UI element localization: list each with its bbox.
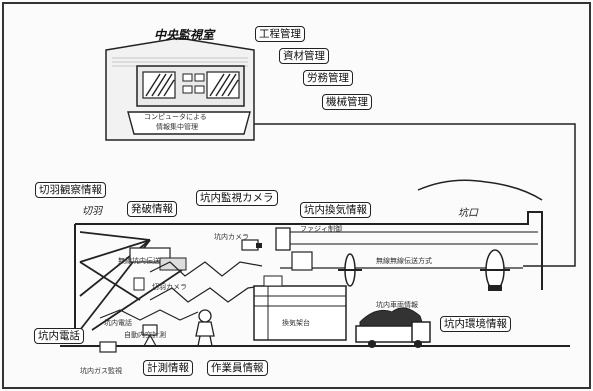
tunnel-outline	[60, 211, 570, 347]
wireless-signals	[99, 261, 263, 321]
gas-monitor-label: 坑内ガス監視	[80, 367, 122, 375]
control-box	[275, 227, 291, 251]
auto-measure-label: 自動内空計測	[124, 331, 166, 339]
ventilation-fan	[338, 249, 510, 291]
control-room-caption-1: コンピュータによる	[144, 113, 207, 121]
ventilation-info-box: 坑内換気情報	[300, 202, 371, 218]
control-room-caption-2: 情報集中管理	[156, 123, 198, 131]
phone-small-label: 坑内電話	[104, 319, 132, 327]
face-label: 切羽	[82, 206, 102, 217]
fuzzy-control-label: ファジィ制御	[300, 225, 342, 233]
control-room-building	[105, 37, 255, 141]
measurement-info-box: 計測情報	[143, 360, 193, 376]
environment-info-box: 坑内環境情報	[440, 316, 511, 332]
tunnel-vehicle	[355, 307, 431, 348]
control-room-title: 中央監視室	[154, 28, 215, 42]
camera-small-label: 坑内カメラ	[214, 233, 249, 241]
measuring-instrument	[142, 324, 158, 347]
worker-figure	[195, 309, 215, 347]
ventilation-duct	[290, 231, 538, 245]
transmission-label: 無線無線伝送方式	[376, 257, 432, 265]
worker-info-box: 作業員情報	[207, 360, 268, 376]
network-cable	[254, 123, 576, 267]
tunnel-camera-box: 坑内監視カメラ	[196, 190, 278, 206]
wireless-label: 無線坑内伝送	[118, 257, 160, 265]
machine-management-box: 機械管理	[322, 94, 372, 110]
face-observation-box: 切羽観察情報	[35, 182, 106, 198]
tunnel-camera	[241, 239, 262, 251]
face-measurement-lines	[79, 231, 183, 331]
blasting-info-box: 発破情報	[127, 201, 177, 217]
portal-label: 坑口	[458, 208, 478, 219]
ventilation-platform	[253, 275, 347, 341]
labor-management-box: 労務管理	[303, 70, 353, 86]
platform-label: 換気架台	[282, 319, 310, 327]
gas-monitor-device	[99, 341, 117, 353]
material-management-box: 資材管理	[279, 48, 329, 64]
schedule-management-box: 工程管理	[255, 26, 305, 42]
ground-surface	[417, 179, 543, 201]
face-camera-label: 切羽カメラ	[152, 283, 187, 291]
relay-box	[291, 251, 313, 271]
vehicle-info-label: 坑内車両情報	[376, 301, 418, 309]
tunnel-phone-box: 坑内電話	[34, 328, 84, 344]
